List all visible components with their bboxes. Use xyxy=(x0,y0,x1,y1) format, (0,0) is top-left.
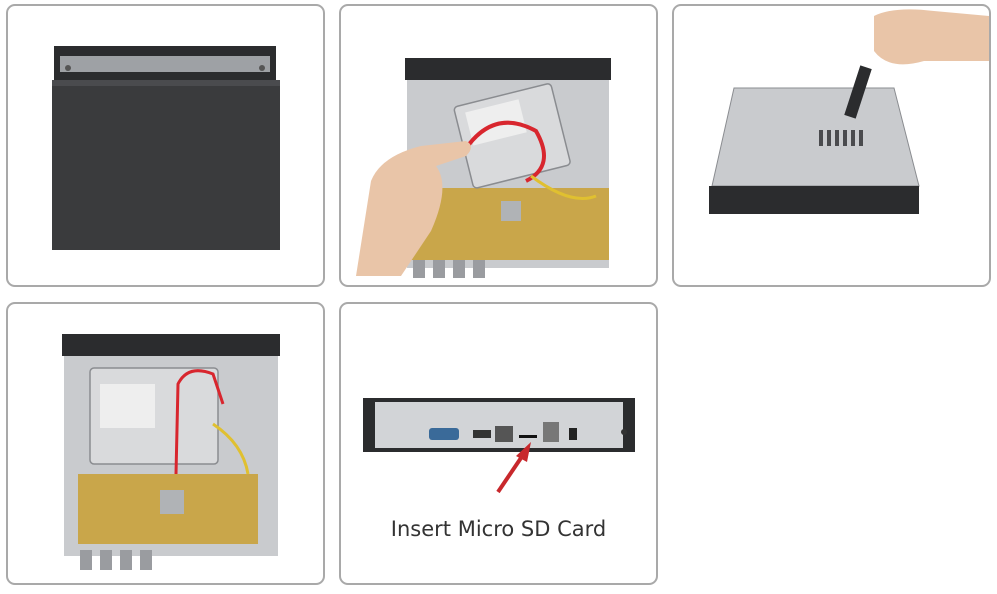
dvr-rear-panel-image xyxy=(363,398,635,494)
dvr-closed-cover-image xyxy=(52,46,280,250)
front-bezel xyxy=(62,334,280,356)
step-connect-hdd-panel xyxy=(339,4,658,287)
step-fasten-screws-panel xyxy=(672,4,991,287)
vga-port xyxy=(429,428,459,440)
ethernet-port xyxy=(495,426,513,442)
pointer-arrow-head xyxy=(516,442,531,462)
step-open-cover-panel xyxy=(6,4,325,287)
sata-cable xyxy=(459,120,546,183)
power-cable xyxy=(212,422,250,475)
top-cover xyxy=(52,80,280,250)
cover-highlight xyxy=(52,80,280,86)
heatsink xyxy=(160,490,184,514)
pointer-arrow-shaft xyxy=(496,450,527,494)
dvr-bottom-screwdriver-image xyxy=(709,9,989,214)
screwdriver xyxy=(844,65,872,119)
sata-cable xyxy=(174,369,225,475)
hand xyxy=(874,9,989,65)
vent-slots xyxy=(819,130,863,146)
bottom-plate xyxy=(711,87,920,187)
step-hdd-installed-panel xyxy=(6,302,325,585)
screw-right xyxy=(259,65,265,71)
usb-ports xyxy=(543,422,559,442)
dc-power-port xyxy=(569,428,577,440)
chassis-edge xyxy=(60,56,270,72)
micro-sd-slot xyxy=(519,435,537,438)
step-insert-sd-panel: Insert Micro SD Card xyxy=(339,302,658,585)
front-bezel xyxy=(709,186,919,214)
screw-left xyxy=(65,65,71,71)
hdd-label xyxy=(100,384,155,428)
hdmi-port xyxy=(473,430,491,438)
heatsink xyxy=(501,201,521,221)
power-cable xyxy=(530,174,597,200)
hand xyxy=(356,141,471,276)
rear-ports xyxy=(80,550,152,570)
rear-ports xyxy=(413,260,485,278)
step-caption: Insert Micro SD Card xyxy=(390,517,607,541)
dvr-open-with-hand-image xyxy=(356,58,611,278)
front-bezel xyxy=(405,58,611,80)
dvr-hdd-installed-image xyxy=(62,334,280,570)
ground-screw xyxy=(621,429,627,435)
